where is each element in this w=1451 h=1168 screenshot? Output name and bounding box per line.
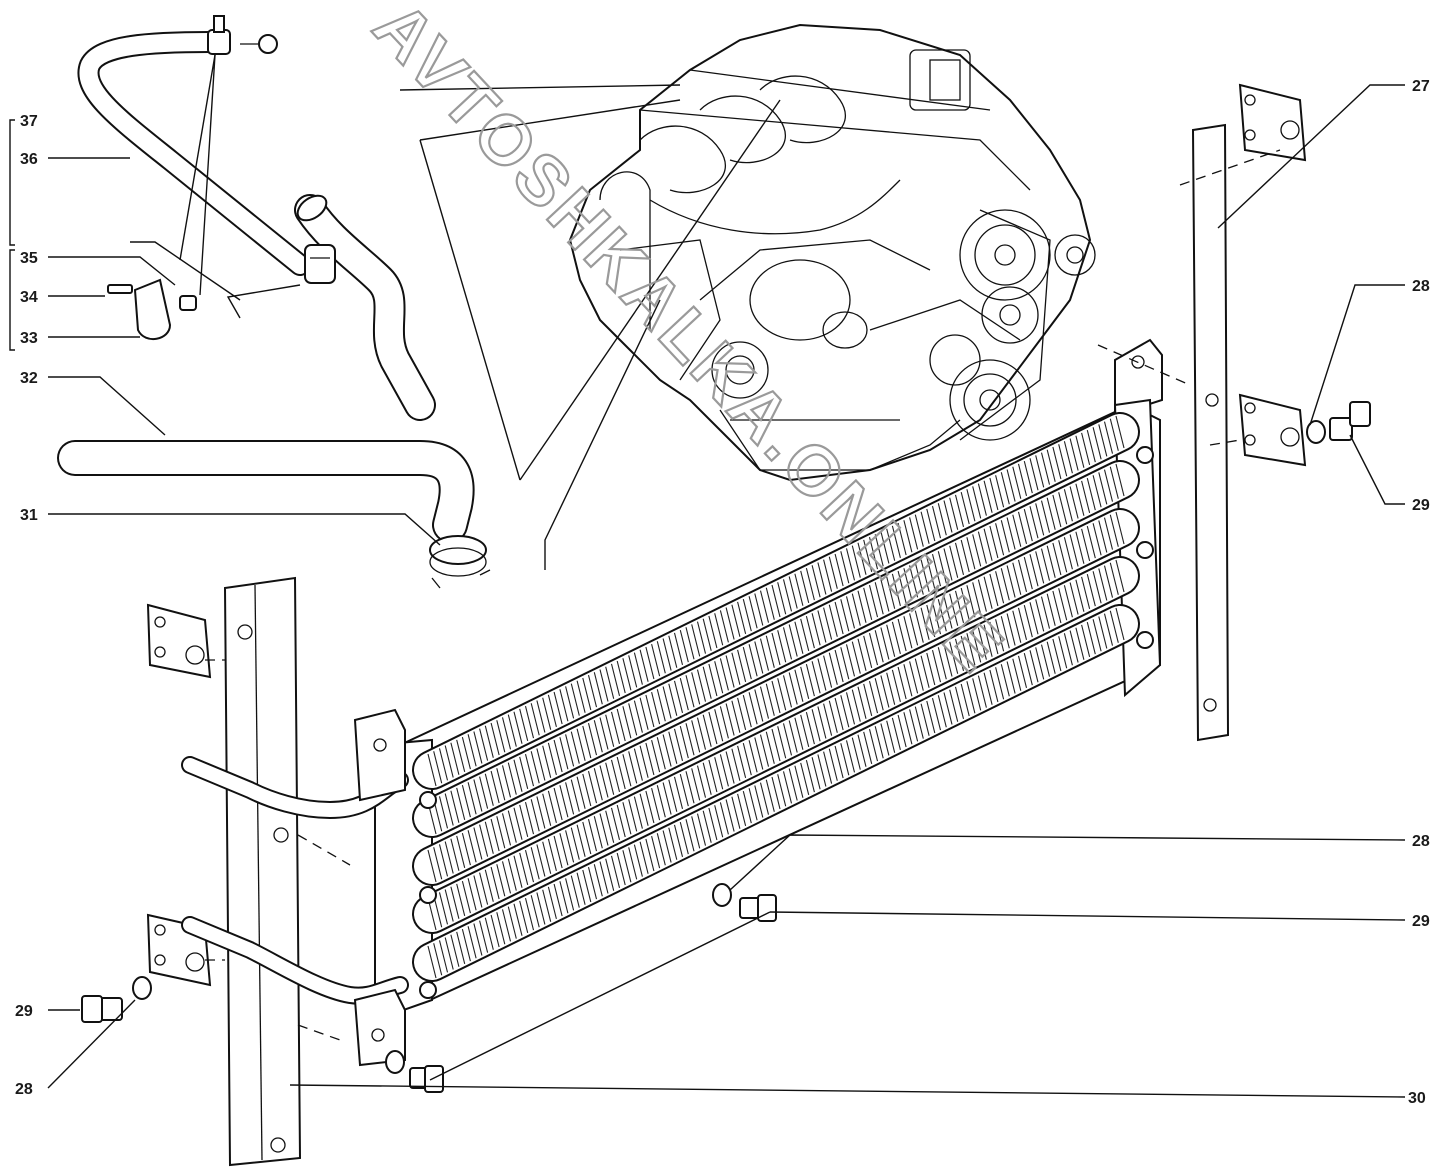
cooler-fins	[427, 463, 1125, 835]
callout-30: 30	[1408, 1090, 1426, 1107]
cooler-fins	[427, 559, 1125, 931]
cooler-tubes	[412, 412, 1140, 982]
callout-27: 27	[1412, 78, 1430, 95]
callout-37: 37	[20, 113, 38, 130]
callout-28-top: 28	[1412, 278, 1430, 295]
callout-labels: 37 36 35 34 33 32 31 27 28 29 28 29 29 2…	[15, 78, 1430, 1107]
callout-35: 35	[20, 250, 38, 267]
callout-32: 32	[20, 370, 38, 387]
bracket-27	[1191, 83, 1307, 742]
oil-cooler-core	[374, 398, 1162, 1022]
cooler-fins	[427, 607, 1125, 979]
clamp-35	[304, 244, 336, 284]
callout-36: 36	[20, 151, 38, 168]
callout-28-mid: 28	[1412, 833, 1430, 850]
hose-32	[57, 440, 475, 543]
callout-29-top: 29	[1412, 497, 1430, 514]
washer-bolt-28-29-mid	[385, 883, 777, 1093]
callout-29-mid: 29	[1412, 913, 1430, 930]
bracket-30	[146, 576, 302, 1167]
clamp-33-34	[107, 278, 197, 340]
cooler-fins	[427, 415, 1125, 787]
hose-36	[77, 31, 311, 276]
washer-bolt-28-29-top	[1306, 401, 1371, 444]
cooler-bracket-left	[353, 708, 406, 1067]
assembly-lines	[205, 149, 1281, 1041]
clamp-top	[207, 15, 278, 55]
washer-bolt-28-29-left	[81, 976, 152, 1023]
callout-28-left: 28	[15, 1081, 33, 1098]
leader-lines	[9, 54, 1406, 1098]
hose-clamp-31	[429, 535, 491, 589]
callout-33: 33	[20, 330, 38, 347]
callout-34: 34	[20, 289, 38, 306]
cooler-fins	[427, 511, 1125, 883]
hose-upper-elbow	[294, 194, 436, 421]
callout-29-left: 29	[15, 1003, 33, 1020]
engine-assembly	[568, 23, 1096, 482]
callout-31: 31	[20, 507, 38, 524]
